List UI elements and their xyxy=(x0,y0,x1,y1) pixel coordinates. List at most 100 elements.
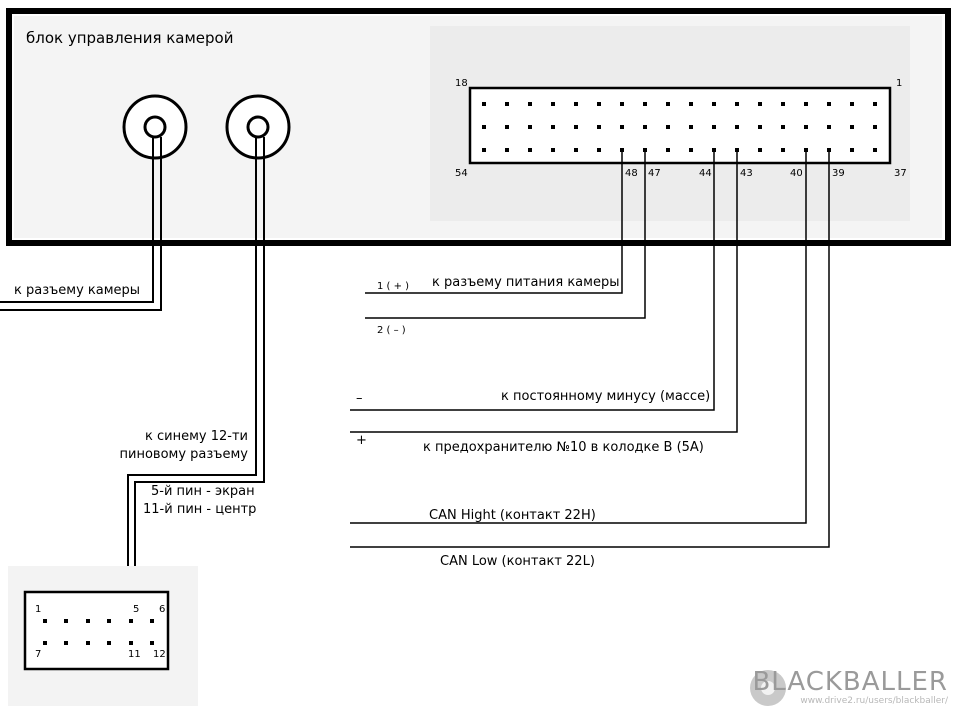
pin-dot xyxy=(758,148,762,152)
signal-wires xyxy=(350,151,830,548)
label-fuse: к предохранителю №10 в колодке B (5A) xyxy=(423,440,704,455)
pin-dot xyxy=(712,148,716,152)
label-camera-power: к разъему питания камеры xyxy=(432,275,620,290)
pin-label-48: 48 xyxy=(625,168,638,179)
pin-dot xyxy=(643,148,647,152)
pin-dot xyxy=(758,102,762,106)
pin-dot xyxy=(666,125,670,129)
pin-dot xyxy=(528,102,532,106)
blue12-coax-cable xyxy=(127,137,265,640)
label-ground-sign: – xyxy=(356,391,363,406)
pin-dot xyxy=(574,148,578,152)
label-fuse-sign: + xyxy=(356,433,367,448)
pin-dot xyxy=(850,125,854,129)
pin-dot xyxy=(804,148,808,152)
pin-dot xyxy=(551,148,555,152)
pin-dot xyxy=(482,148,486,152)
label-camera-connector: к разъему камеры xyxy=(14,283,141,298)
pin-label-1: 1 xyxy=(896,78,903,89)
pin-label-39: 39 xyxy=(832,168,845,179)
watermark-name: BLACKBALLER xyxy=(752,667,948,697)
pin-label-47: 47 xyxy=(648,168,661,179)
pin-dot xyxy=(620,148,624,152)
pin-dot xyxy=(620,102,624,106)
label-power-pin1: 1 ( + ) xyxy=(377,281,410,292)
pin-dot xyxy=(850,102,854,106)
pin-dot xyxy=(827,125,831,129)
pin-dot xyxy=(689,148,693,152)
pin12-dot xyxy=(129,641,133,645)
pin-dot xyxy=(505,148,509,152)
wire-pin40 xyxy=(350,151,807,524)
pin12-dot xyxy=(150,641,154,645)
pin12-label-5: 5 xyxy=(133,604,140,615)
pin12-dot xyxy=(86,641,90,645)
pin-dot xyxy=(666,102,670,106)
pin-dot xyxy=(666,148,670,152)
pin-dot xyxy=(781,102,785,106)
pin-label-37: 37 xyxy=(894,168,907,179)
pin-dot xyxy=(873,148,877,152)
pin-dot xyxy=(482,125,486,129)
connector-54pin xyxy=(468,86,892,165)
pin-label-44: 44 xyxy=(699,168,712,179)
label-blue12-line1: к синему 12-ти xyxy=(145,429,248,444)
pin-dot xyxy=(781,125,785,129)
pin-dot xyxy=(712,102,716,106)
connector-54pin-dots xyxy=(482,102,877,152)
connector-12pin-dots xyxy=(43,619,154,645)
pin-dot xyxy=(689,102,693,106)
pin-dot xyxy=(804,102,808,106)
pin12-dot xyxy=(107,619,111,623)
pin12-dot xyxy=(107,641,111,645)
pin-label-18: 18 xyxy=(455,78,468,89)
pin-dot xyxy=(758,125,762,129)
pin-dot xyxy=(781,148,785,152)
coax-socket-left xyxy=(122,94,188,160)
watermark-url: www.drive2.ru/users/blackballer/ xyxy=(800,696,948,706)
pin-dot xyxy=(482,102,486,106)
pin12-label-12: 12 xyxy=(153,649,166,660)
pin-dot xyxy=(551,125,555,129)
pin-dot xyxy=(574,102,578,106)
pin-dot xyxy=(735,102,739,106)
label-blue12-line2: пиновому разъему xyxy=(119,447,248,462)
pin-dot xyxy=(735,148,739,152)
pin-dot xyxy=(735,125,739,129)
pin12-dot xyxy=(64,619,68,623)
pin12-dot xyxy=(64,641,68,645)
pin-label-40: 40 xyxy=(790,168,803,179)
pin-dot xyxy=(620,125,624,129)
pin-dot xyxy=(597,102,601,106)
coax-socket-right xyxy=(225,94,291,160)
pin-dot xyxy=(574,125,578,129)
pin-label-43: 43 xyxy=(740,168,753,179)
pin-dot xyxy=(528,125,532,129)
pin-dot xyxy=(873,102,877,106)
camera-control-unit-frame xyxy=(6,8,951,246)
wire-pin48 xyxy=(365,151,623,294)
wire-pin43 xyxy=(350,151,738,433)
label-can-high: CAN Hight (контакт 22H) xyxy=(429,508,596,523)
unit-title: блок управления камерой xyxy=(26,29,234,47)
watermark: BLACKBALLER www.drive2.ru/users/blackbal… xyxy=(752,668,948,706)
pin12-dot xyxy=(150,619,154,623)
pin12-dot xyxy=(86,619,90,623)
pin-dot xyxy=(804,125,808,129)
pin-dot xyxy=(528,148,532,152)
pin-dot xyxy=(873,125,877,129)
pin-dot xyxy=(643,125,647,129)
pin12-label-7: 7 xyxy=(35,649,42,660)
pin-label-54: 54 xyxy=(455,168,468,179)
connector-12pin xyxy=(23,590,170,671)
pin-dot xyxy=(712,125,716,129)
wire-pin39 xyxy=(350,151,830,548)
pin-dot xyxy=(689,125,693,129)
camera-coax-cable xyxy=(0,137,162,311)
label-ground: к постоянному минусу (массе) xyxy=(501,389,711,404)
label-pin5-screen: 5-й пин - экран xyxy=(151,484,255,499)
pin12-label-11: 11 xyxy=(128,649,141,660)
pin-dot xyxy=(505,125,509,129)
pin-dot xyxy=(643,102,647,106)
